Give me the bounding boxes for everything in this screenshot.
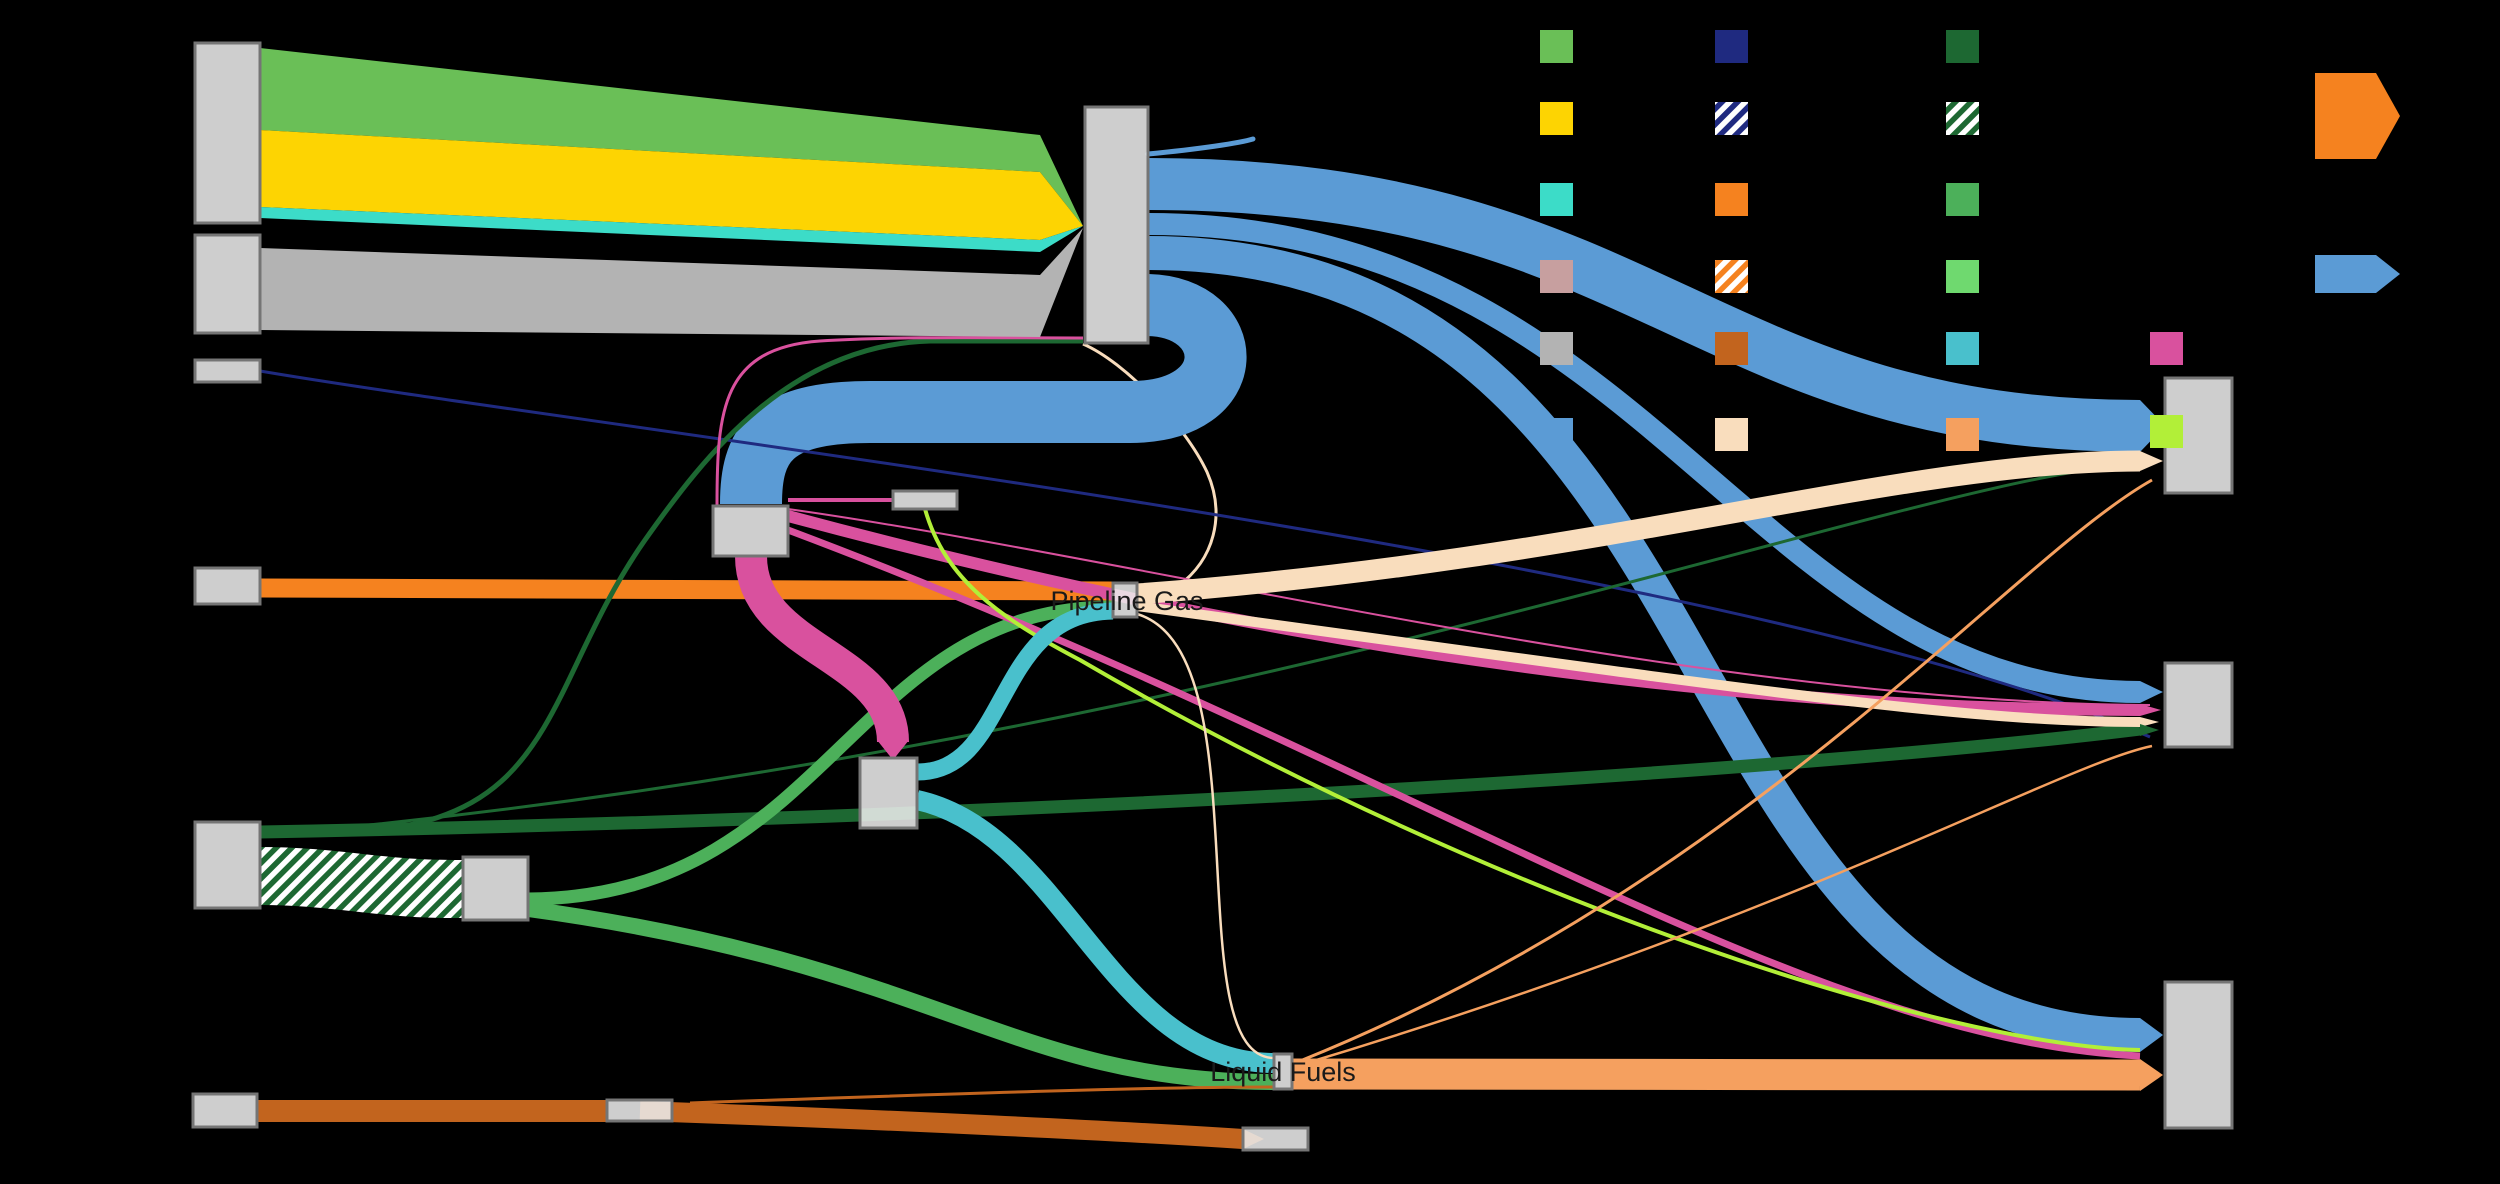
- node-src-5[interactable]: [193, 820, 262, 910]
- label-pipeline-gas: Pipeline Gas: [1050, 586, 1203, 616]
- legend-swatch-lg-3-5: [1946, 332, 1979, 365]
- node-small-top[interactable]: [891, 489, 959, 511]
- link-blue-to-hub[interactable]: [720, 274, 1247, 505]
- link-flow-cyan-to-elec[interactable]: [260, 207, 1083, 252]
- legend-swatch-lg-2-1: [1715, 30, 1748, 63]
- node-synthesis[interactable]: [858, 756, 919, 830]
- link-blue-to-end2[interactable]: [1147, 213, 2141, 703]
- legend-swatch-lg-1-3: [1540, 183, 1573, 216]
- node-liquid-fuels[interactable]: [1272, 1052, 1294, 1091]
- tip-cream-end1-arrowhead-icon: [2140, 451, 2163, 471]
- node-bio-conv[interactable]: [461, 855, 530, 922]
- legend-swatch-lg-4-5: [2150, 332, 2183, 365]
- link-teal-syn-pg[interactable]: [916, 602, 1114, 781]
- node-src-3[interactable]: [193, 358, 262, 384]
- link-dkgreen-src5-end1[interactable]: [277, 462, 2153, 836]
- tip-magenta-syn-arrowhead-icon: [877, 740, 909, 760]
- link-chartreuse-ns-end3[interactable]: [923, 508, 2141, 1052]
- link-cream-pg-end2[interactable]: [1136, 601, 2141, 727]
- legend-swatch-lg-3-1: [1946, 30, 1979, 63]
- legend-swatch-lg-2-6: [1715, 418, 1748, 451]
- node-mid-bottom-2[interactable]: [1241, 1126, 1310, 1152]
- link-pink-thin-end2[interactable]: [787, 508, 2151, 706]
- link-teal-syn-lf[interactable]: [914, 790, 1275, 1073]
- legend-arrow-small-icon: [2315, 255, 2400, 293]
- link-brown-thin-lf[interactable]: [689, 1085, 1275, 1105]
- legend-swatch-lg-2-5: [1715, 332, 1748, 365]
- legend-swatch-lg-2-4: [1715, 260, 1748, 293]
- link-orange-src4-pg[interactable]: [259, 578, 1114, 601]
- link-cream-elec-to-pg[interactable]: [1082, 342, 1218, 588]
- link-pink-hub-elec[interactable]: [715, 336, 1084, 506]
- link-salmon-lf-end2[interactable]: [1299, 744, 2153, 1067]
- node-hub[interactable]: [711, 504, 790, 558]
- link-brown-mid1-mid2[interactable]: [639, 1101, 1244, 1149]
- link-dkgreen-src5-end2[interactable]: [259, 722, 2141, 839]
- legend-swatch-lg-4-6: [2150, 415, 2183, 448]
- tip-salmon-end3-arrowhead-icon: [2140, 1059, 2163, 1091]
- link-salmon-lf-end3[interactable]: [1291, 1058, 2141, 1091]
- node-src-2[interactable]: [193, 233, 262, 335]
- link-flow-green-to-elec[interactable]: [260, 48, 1083, 226]
- link-salmon-lf-end1[interactable]: [1299, 478, 2153, 1063]
- node-mid-bottom-1[interactable]: [605, 1098, 674, 1123]
- tip-cream-end2-arrowhead-icon: [2140, 717, 2159, 727]
- legend-swatch-lg-1-5: [1540, 332, 1573, 365]
- link-blue-to-end3[interactable]: [1147, 236, 2141, 1052]
- node-src-6[interactable]: [191, 1092, 259, 1129]
- tip-dkgreen-end2-arrowhead-icon: [2140, 724, 2159, 736]
- legend-swatch-lg-1-6: [1540, 418, 1573, 451]
- node-src-4[interactable]: [193, 566, 262, 606]
- node-end-3[interactable]: [2163, 980, 2234, 1130]
- link-blue-to-end1[interactable]: [1147, 158, 2141, 452]
- legend-swatch-lg-3-2: [1946, 102, 1979, 135]
- link-cream-pg-end1[interactable]: [1136, 450, 2141, 605]
- node-end-2[interactable]: [2163, 661, 2234, 749]
- link-cream-pg-lf[interactable]: [1136, 612, 1275, 1060]
- tip-pink-end2-arrowhead-icon: [2140, 704, 2161, 716]
- tip-blue-end3-arrowhead-icon: [2140, 1018, 2163, 1052]
- legend-swatch-lg-2-3: [1715, 183, 1748, 216]
- link-pink-hub-end2[interactable]: [786, 510, 2141, 716]
- legend-swatch-lg-3-4: [1946, 260, 1979, 293]
- tip-blue-end2-arrowhead-icon: [2140, 681, 2163, 703]
- link-dkgreen-src5-elec[interactable]: [259, 338, 1083, 835]
- node-src-1[interactable]: [193, 41, 262, 225]
- link-blue-spur[interactable]: [1145, 136, 1256, 157]
- label-liquid-fuels: Liquid Fuels: [1210, 1057, 1356, 1087]
- legend-swatch-lg-1-1: [1540, 30, 1573, 63]
- link-flow-gray-to-elec[interactable]: [260, 228, 1083, 337]
- link-navy-src3-end2[interactable]: [259, 369, 2151, 739]
- legend-swatch-lg-3-3: [1946, 183, 1979, 216]
- link-flow-yellow-to-elec[interactable]: [260, 130, 1083, 240]
- legend-swatch-lg-1-4: [1540, 260, 1573, 293]
- link-hatch-src5-bio[interactable]: [259, 847, 464, 919]
- link-green-bio-lf[interactable]: [526, 901, 1275, 1090]
- link-magenta-hub-syn[interactable]: [735, 554, 909, 744]
- node-elec-gen[interactable]: [1083, 105, 1150, 345]
- legend-swatch-lg-3-6: [1946, 418, 1979, 451]
- legend-swatch-lg-2-2: [1715, 102, 1748, 135]
- node-pipeline-gas[interactable]: [1111, 581, 1139, 619]
- legend-swatch-lg-1-2: [1540, 102, 1573, 135]
- legend-arrow-large-icon: [2315, 73, 2400, 159]
